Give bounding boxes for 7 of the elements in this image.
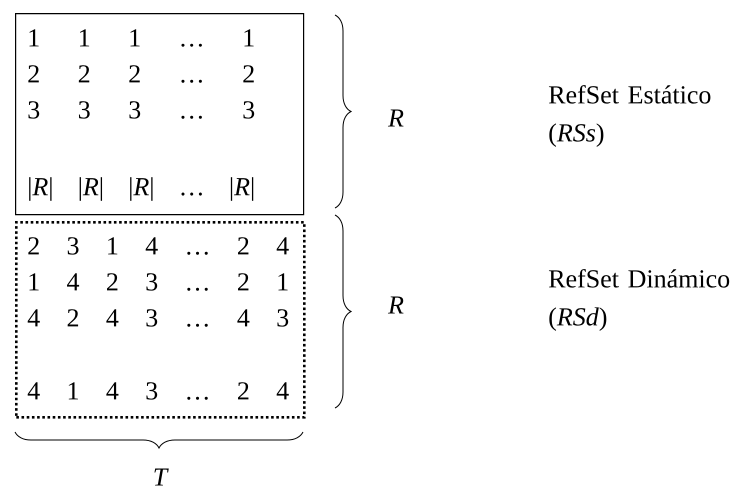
matrix-box: 2 3 1 4 … 2 4 1 4 2 3 … 2 1 4 2 4 3 … 4 3 4 1 4 3 … 2 4 (15, 221, 306, 419)
set-label: RefSet Dinámico (RSd) (548, 269, 730, 331)
set-label: RefSet Estático (RSs) (548, 85, 710, 147)
size-label: R (388, 296, 404, 314)
size-label: T (154, 468, 169, 486)
size-label: R (388, 109, 404, 126)
matrix-box: 1 1 1 … 1 2 2 2 … 2 3 3 3 … 3 |R| |R| |R| … |R| (15, 13, 304, 216)
